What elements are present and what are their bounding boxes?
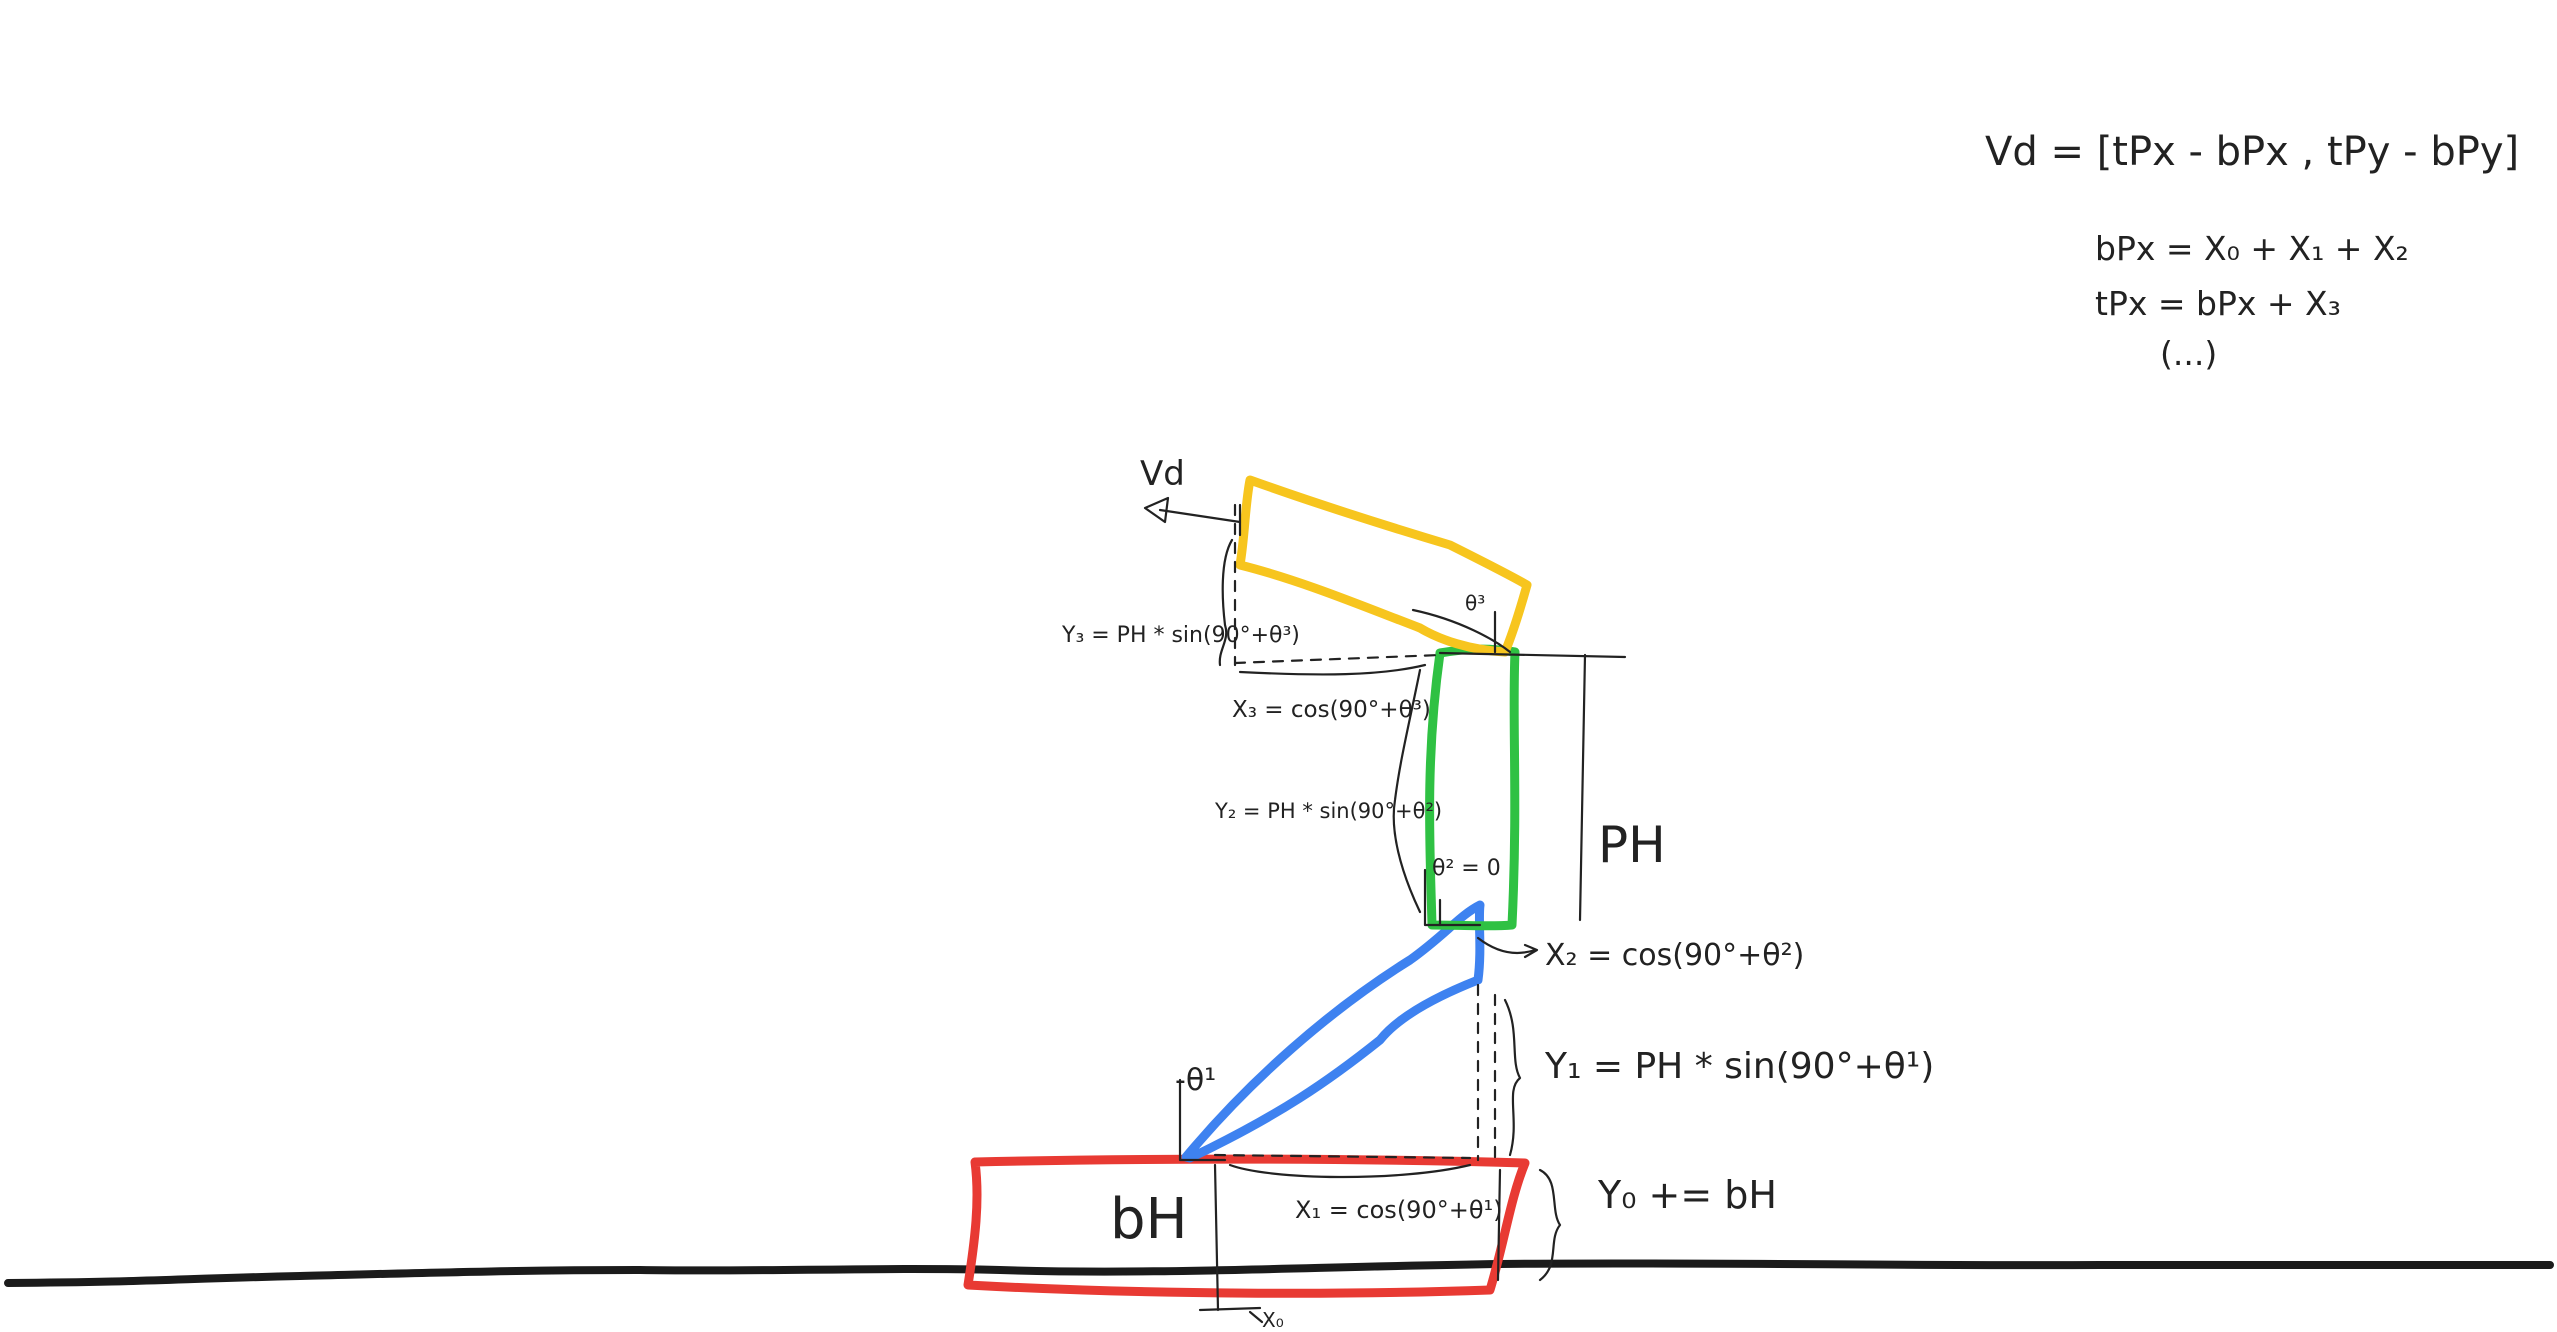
label-y0: Y₀ += bH [1597, 1173, 1777, 1217]
formula-bpx: bPx = X₀ + X₁ + X₂ [2095, 229, 2409, 268]
label-x3: X₃ = cos(90°+θ³) [1232, 697, 1431, 723]
base-block [963, 1154, 1530, 1298]
head-block [1235, 475, 1532, 657]
label-y2: Y₂ = PH * sin(90°+θ²) [1214, 799, 1442, 823]
link-1 [1181, 900, 1485, 1163]
label-vd: Vd [1140, 454, 1185, 494]
label-x2: X₂ = cos(90°+θ²) [1545, 938, 1804, 973]
label-theta1: -θ¹ [1175, 1063, 1216, 1098]
formula-tpx: tPx = bPx + X₃ [2095, 284, 2341, 323]
construction-lines [1143, 496, 1627, 1324]
label-x1: X₁ = cos(90°+θ¹) [1295, 1196, 1503, 1224]
link-2 [1425, 644, 1520, 931]
label-theta3: θ³ [1465, 591, 1485, 615]
ground-line [4, 1259, 2554, 1287]
label-y1: Y₁ = PH * sin(90°+θ¹) [1544, 1046, 1934, 1087]
label-x0: X₀ [1262, 1308, 1284, 1332]
label-theta2: θ² = 0 [1432, 856, 1501, 881]
formula-etc: (...) [2160, 334, 2217, 373]
label-bh: bH [1110, 1187, 1188, 1252]
label-y3: Y₃ = PH * sin(90°+θ³) [1061, 623, 1300, 648]
formula-vd: Vd = [tPx - bPx , tPy - bPy] [1985, 129, 2519, 175]
label-ph: PH [1598, 816, 1666, 874]
